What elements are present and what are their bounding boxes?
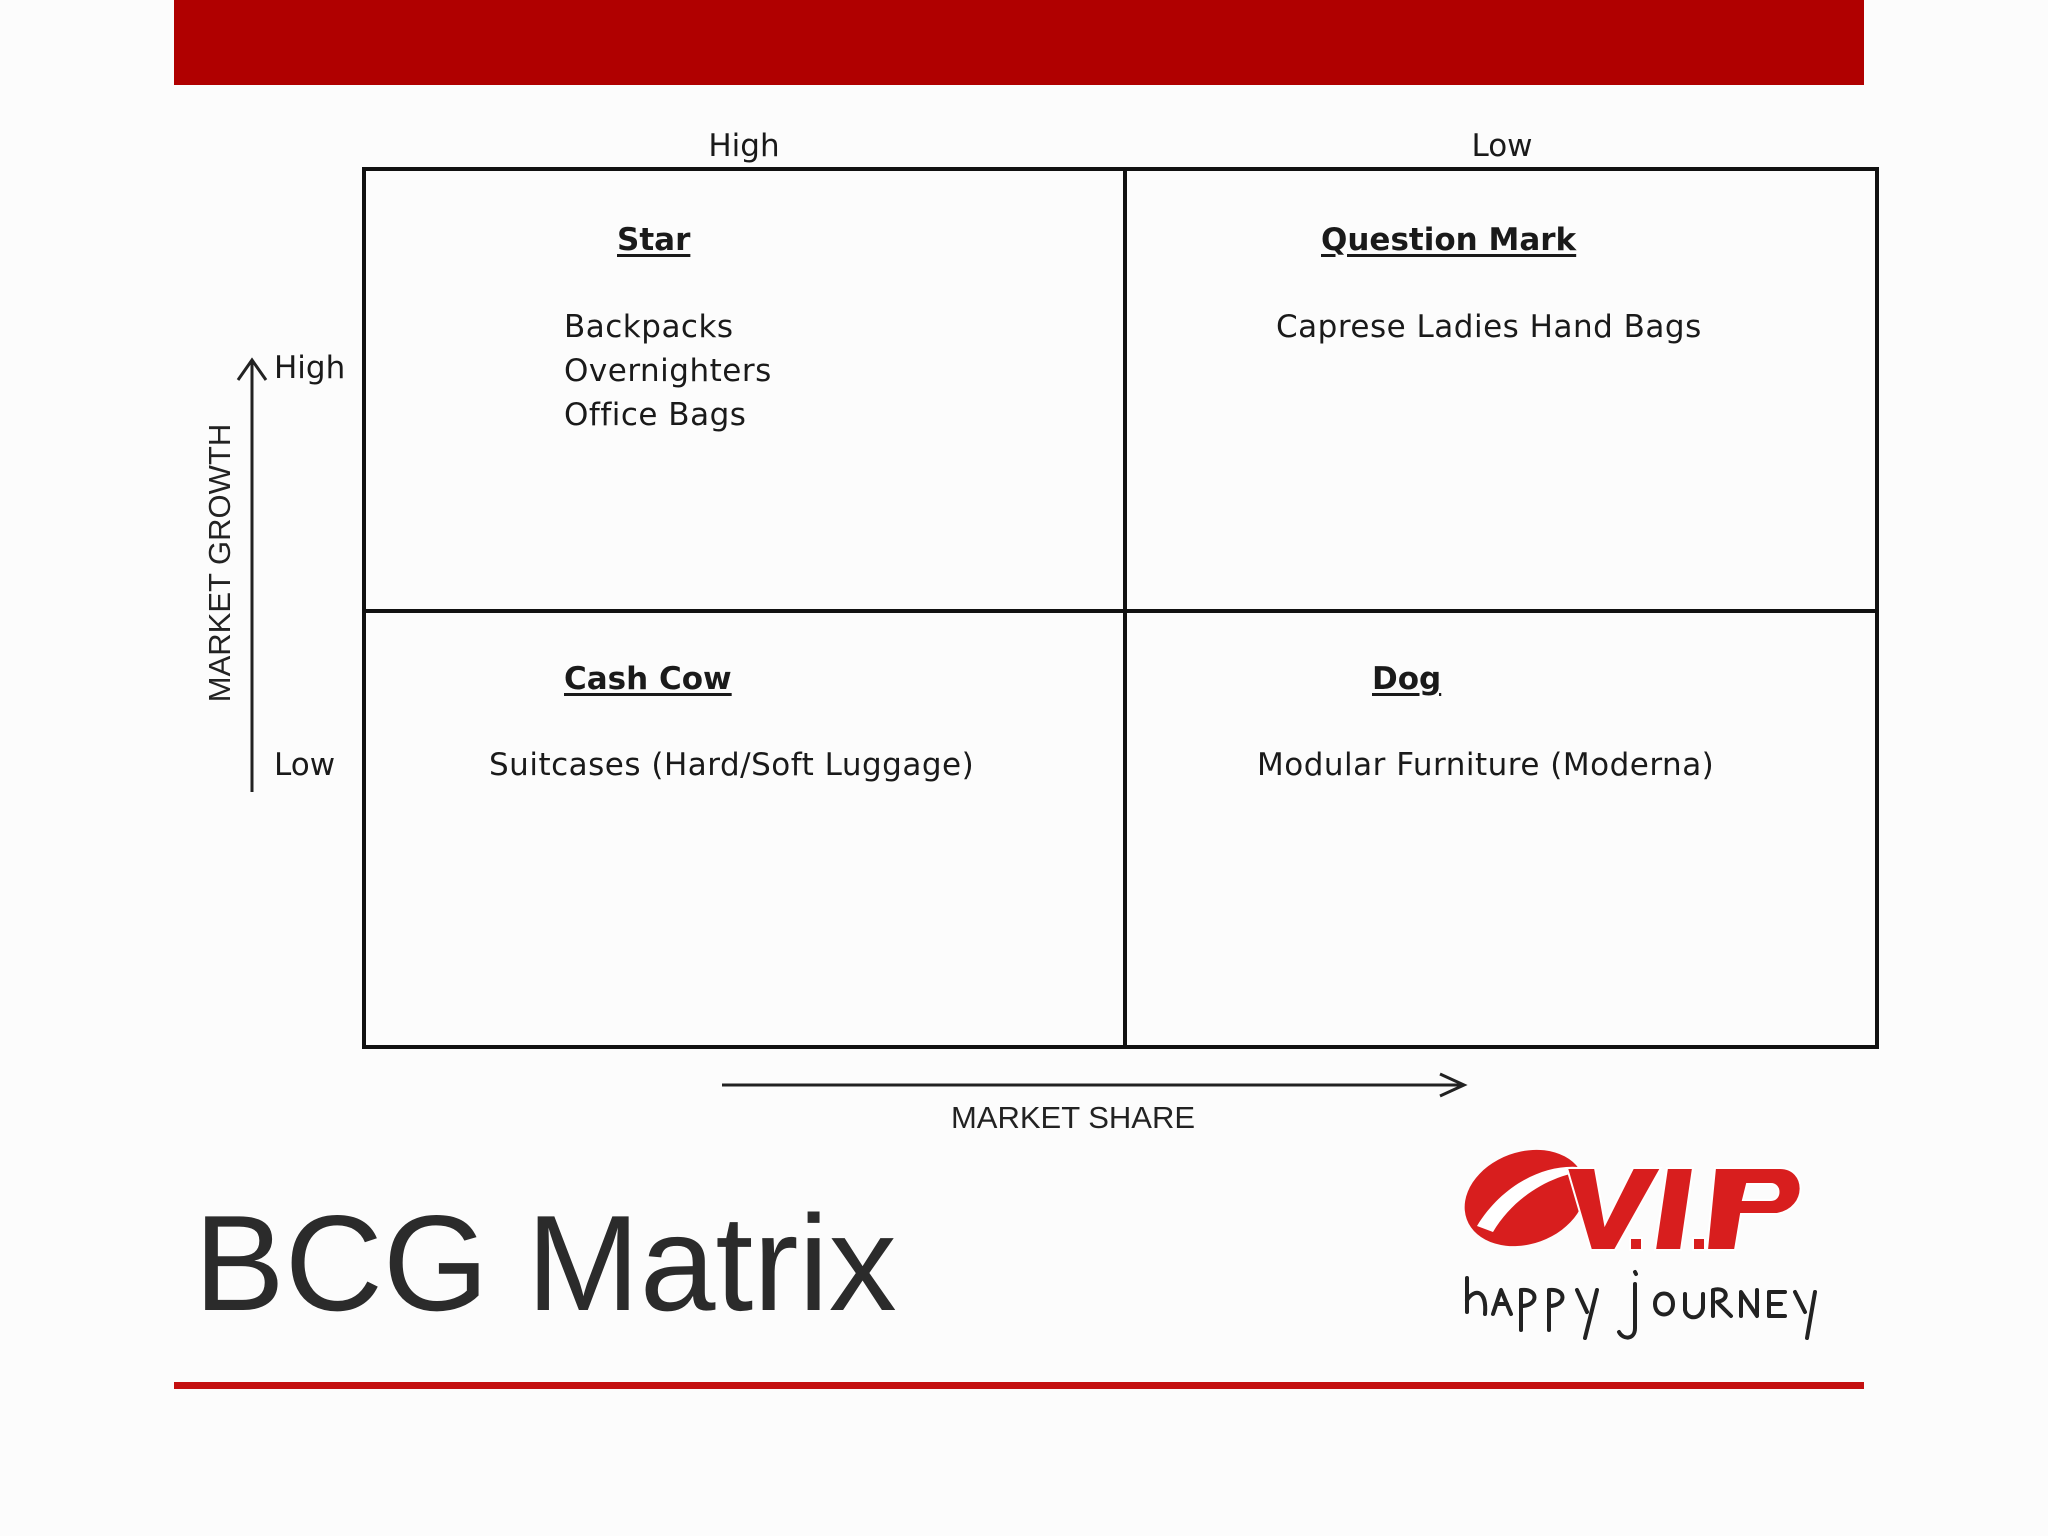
star-item: Backpacks (564, 309, 734, 345)
market-growth-arrow (236, 357, 268, 792)
cash-cow-quadrant-title: Cash Cow (564, 661, 732, 697)
dog-quadrant-title: Dog (1372, 661, 1442, 697)
market-share-arrow (722, 1072, 1468, 1098)
vip-logo (1464, 1149, 1817, 1340)
row-header-high: High (274, 350, 346, 386)
top-accent-bar (174, 0, 1864, 85)
question-mark-quadrant-items: Caprese Ladies Hand Bags (1276, 305, 1702, 349)
column-header-high: High (708, 128, 780, 164)
page-title: BCG Matrix (194, 1187, 897, 1339)
vip-logo-swoosh-icon (1464, 1149, 1595, 1247)
question-mark-quadrant-title: Question Mark (1321, 222, 1577, 258)
cash-cow-item: Suitcases (Hard/Soft Luggage) (489, 747, 975, 783)
star-quadrant-title: Star (617, 222, 691, 258)
horizontal-divider (366, 609, 1875, 613)
vip-logo-tagline-script (1465, 1270, 1817, 1340)
star-item: Overnighters (564, 353, 772, 389)
vip-logo-letters (1565, 1167, 1802, 1251)
bcg-matrix-grid: Star Backpacks Overnighters Office Bags … (362, 167, 1879, 1049)
question-mark-item: Caprese Ladies Hand Bags (1276, 309, 1702, 345)
cash-cow-quadrant-items: Suitcases (Hard/Soft Luggage) (489, 743, 974, 787)
star-item: Office Bags (564, 397, 747, 433)
market-share-axis-title: MARKET SHARE (950, 1100, 1196, 1135)
dog-quadrant-items: Modular Furniture (Moderna) (1257, 743, 1714, 787)
bottom-accent-rule (174, 1382, 1864, 1389)
column-header-low: Low (1471, 128, 1533, 164)
star-quadrant-items: Backpacks Overnighters Office Bags (564, 305, 772, 437)
vertical-divider (1123, 171, 1127, 1045)
dog-item: Modular Furniture (Moderna) (1257, 747, 1715, 783)
row-header-low: Low (274, 747, 336, 783)
